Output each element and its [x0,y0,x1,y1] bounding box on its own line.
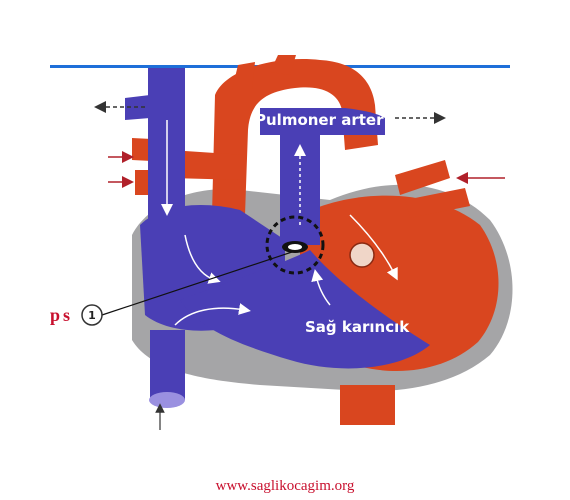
flow-arrow [349,214,398,281]
label-pulmonary-artery: Pulmoner arter [255,111,384,129]
pulmonary-vein-upper [395,160,450,195]
descending-aorta [340,385,395,425]
flow-arrow [174,303,251,326]
aortic-branch [270,55,296,75]
footer-url[interactable]: www.saglikocagim.org [215,478,355,494]
right-ventricle [180,250,430,369]
pulmonary-branch-left [170,150,245,180]
marker-number: 1 [88,309,96,322]
marker-ps-label: ps [50,305,73,325]
label-right-ventricle: Sağ karıncık [305,318,410,336]
inferior-vena-cava [150,330,185,400]
pulmonary-valve-inner [288,244,302,250]
aortic-branch [232,62,255,90]
flow-arrow [311,269,331,306]
mitral-valve [349,242,375,268]
valve-highlight-circle [265,215,325,275]
pulmonary-vein-lower [405,188,470,218]
ivc-opening [149,392,185,408]
marker-leader-line [101,251,293,316]
pulmonary-trunk-top [260,108,385,135]
marker-circle [81,304,103,326]
aorta-arch [212,59,378,215]
